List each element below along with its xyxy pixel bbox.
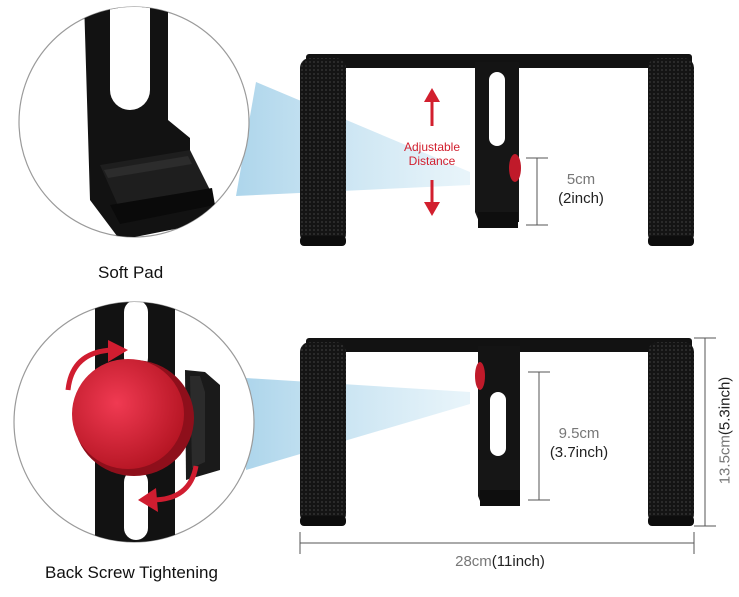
top-magnifier-beam [236, 82, 470, 196]
top-dimension-cm: 5cm [566, 171, 596, 188]
height-dimension-label: 13.5cm(5.3inch) [716, 356, 735, 506]
bottom-inset-circle [13, 301, 255, 543]
width-dimension-label: 28cm(11inch) [420, 552, 580, 571]
soft-pad-caption: Soft Pad [98, 263, 164, 282]
bottom-inner-dimension-line [528, 371, 550, 501]
bottom-bracket [300, 338, 694, 526]
adjustable-label-line2: Distance [408, 154, 456, 168]
back-screw-caption: Back Screw Tightening [45, 563, 218, 582]
bottom-magnifier-beam [246, 378, 470, 470]
height-cm: 13.5cm [716, 435, 734, 485]
height-inch: (5.3inch) [716, 376, 734, 436]
adjustable-label-line1: Adjustable [403, 140, 461, 154]
width-dimension-line [299, 532, 695, 554]
top-dimension-line [526, 157, 548, 226]
width-cm: 28cm [455, 553, 492, 570]
top-dimension-label: 5cm (2inch) [546, 170, 616, 208]
width-inch: (11inch) [491, 553, 545, 570]
adjustable-distance-label: Adjustable Distance [396, 140, 468, 168]
bottom-dimension-inch: (3.7inch) [549, 444, 609, 461]
top-bracket [300, 54, 694, 246]
bottom-dimension-cm: 9.5cm [558, 425, 600, 442]
adjust-arrows [424, 88, 440, 216]
height-dimension-line [694, 337, 716, 527]
top-dimension-inch: (2inch) [558, 190, 604, 207]
bottom-dimension-label: 9.5cm (3.7inch) [540, 424, 618, 462]
top-inset-circle [18, 6, 250, 238]
